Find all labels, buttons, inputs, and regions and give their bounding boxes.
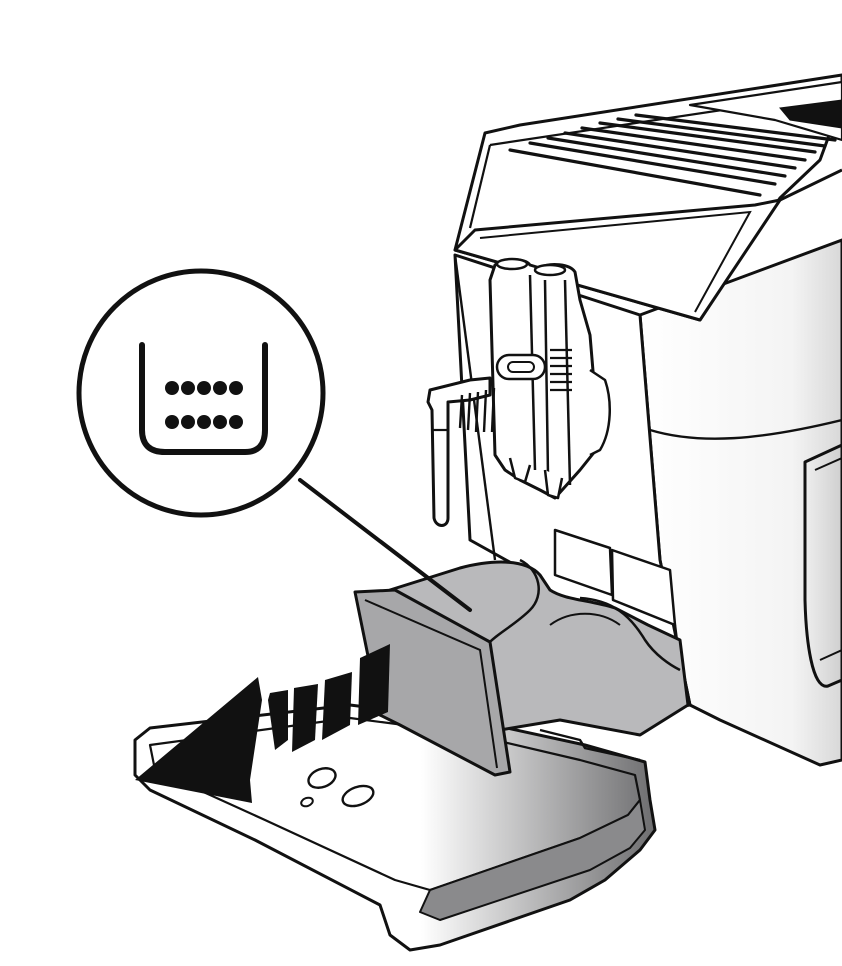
drip-tray (133, 703, 657, 952)
cup-warmer-grille (508, 113, 837, 197)
coffee-spout (488, 257, 611, 500)
callout-pointer (298, 478, 472, 612)
machine-top-lid (453, 73, 842, 322)
tray-slot-icon (307, 767, 337, 789)
container-compartment (553, 528, 687, 706)
pull-out-arrow-icon (135, 644, 390, 803)
grounds-container-callout (76, 268, 326, 518)
grounds-container-icon (139, 342, 268, 455)
tray-slot-icon (341, 784, 375, 808)
tray-slot-icon (300, 796, 314, 808)
steam-wand (426, 376, 496, 527)
